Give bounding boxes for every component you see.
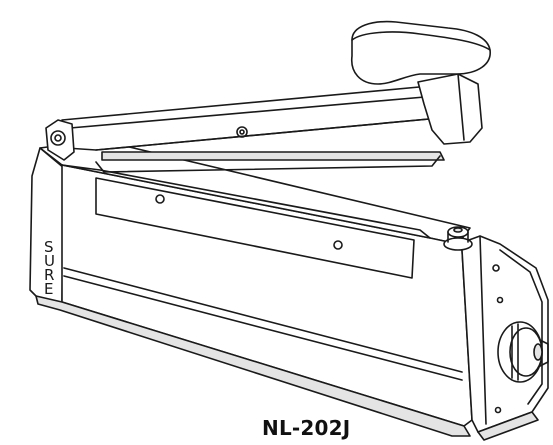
timer-dial-icon <box>497 321 549 383</box>
sealing-arm-lower-edge <box>95 117 441 151</box>
hinge-icon <box>45 119 75 161</box>
arm-screw-icon <box>236 126 248 138</box>
window-screw-icon <box>333 240 343 250</box>
handle-grip <box>351 20 491 85</box>
sealing-window <box>95 177 415 279</box>
right-end-edge <box>479 235 487 425</box>
brand-logo: S U R E <box>44 238 55 298</box>
brand-letter: E <box>44 280 53 298</box>
indicator-lamp-icon <box>443 226 473 251</box>
front-ridge <box>63 267 463 373</box>
bottom-skirt <box>35 295 471 437</box>
model-number-label: NL-202J <box>262 416 351 440</box>
handle-grip-top <box>351 31 491 51</box>
heating-element <box>101 151 445 161</box>
front-sloped-strip <box>61 164 431 239</box>
heating-element-edge <box>95 155 441 173</box>
handle-column-edge <box>457 73 465 141</box>
arm-screw-inner <box>239 129 245 135</box>
brand-letter: S <box>44 238 54 256</box>
brand-letter: U <box>44 252 55 270</box>
right-end-panel <box>499 249 543 405</box>
sealing-arm-ridge <box>69 95 437 129</box>
brand-letter: R <box>44 266 54 284</box>
screw-icon <box>496 296 504 304</box>
window-screw-icon <box>155 194 165 204</box>
handle-column <box>417 73 483 145</box>
sealing-arm <box>61 85 445 151</box>
screw-icon <box>494 406 502 414</box>
right-foot <box>477 411 539 441</box>
front-ridge-2 <box>63 275 463 381</box>
screw-icon <box>492 264 500 272</box>
